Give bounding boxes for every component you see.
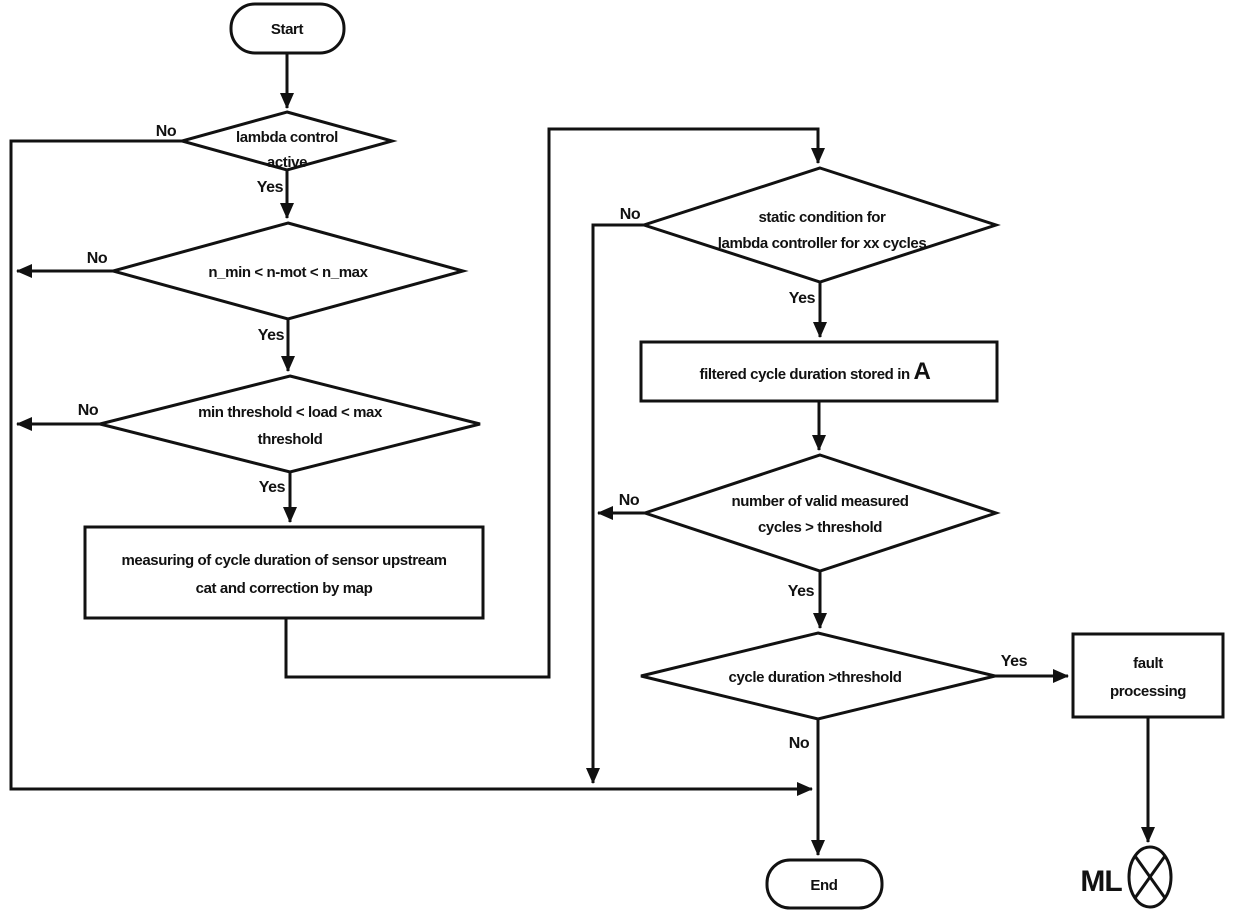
end-terminal <box>765 858 884 910</box>
valid-cycles-text-line2: cycles > threshold <box>758 519 882 536</box>
valid-cycles-diamond <box>640 453 1001 573</box>
static-condition-text-line1: static condition for <box>758 209 886 226</box>
node-process-measuring: measuring of cycle duration of sensor up… <box>83 525 485 620</box>
end-label: End <box>810 877 837 894</box>
node-decision-cycle-duration: cycle duration >threshold <box>640 631 996 721</box>
fault-processing-text-line1: fault <box>1133 655 1163 672</box>
fault-processing-text-line2: processing <box>1110 683 1186 700</box>
start-terminal <box>229 2 346 55</box>
edge-measuring-to-static <box>284 127 825 679</box>
label-load-no: No <box>78 402 99 419</box>
node-ml-indicator: ML <box>1080 845 1173 909</box>
filtered-text-main: filtered cycle duration stored in <box>700 366 914 383</box>
label-cycle-yes: Yes <box>1001 653 1028 670</box>
node-process-fault: fault processing <box>1071 632 1225 719</box>
node-decision-n-range: n_min < n-mot < n_max <box>107 221 469 321</box>
start-label: Start <box>271 21 304 38</box>
node-end: End <box>765 858 884 910</box>
label-lambda-no: No <box>156 123 177 140</box>
label-valid-no: No <box>619 492 640 509</box>
static-condition-text-line2: lambda controller for xx cycles <box>718 235 927 252</box>
node-decision-valid-cycles: number of valid measured cycles > thresh… <box>640 453 1001 573</box>
label-static-no: No <box>620 206 641 223</box>
filtered-text-emphasis-A: A <box>914 358 931 385</box>
label-cycle-no: No <box>789 735 810 752</box>
edges <box>9 53 1155 856</box>
node-decision-load-range: min threshold < load < max threshold <box>99 374 481 474</box>
static-condition-diamond <box>639 166 1001 284</box>
measuring-text-line2: cat and correction by map <box>196 580 373 597</box>
valid-cycles-text-line1: number of valid measured <box>731 493 908 510</box>
cycle-duration-diamond <box>640 631 996 721</box>
filtered-text: filtered cycle duration stored in A <box>700 358 931 385</box>
label-lambda-yes: Yes <box>257 179 284 196</box>
node-decision-lambda-active: lambda control active <box>176 110 398 172</box>
label-n-no: No <box>87 250 108 267</box>
ml-label: ML <box>1080 865 1122 898</box>
cycle-duration-text: cycle duration >threshold <box>729 669 902 686</box>
ml-lamp-cross-line-2 <box>1133 855 1167 899</box>
lambda-active-text-line1: lambda control <box>236 129 338 146</box>
edge-labels: No Yes No Yes No Yes No Yes No Yes Yes N… <box>78 123 1028 752</box>
lambda-active-diamond <box>176 110 398 172</box>
edge-static-no <box>586 223 644 784</box>
load-range-diamond <box>99 374 481 474</box>
label-n-yes: Yes <box>258 327 285 344</box>
node-process-filtered: filtered cycle duration stored in A <box>639 340 999 403</box>
filtered-box <box>639 340 999 403</box>
fault-processing-box <box>1071 632 1225 719</box>
load-range-text-line2: threshold <box>258 431 323 448</box>
load-range-text-line1: min threshold < load < max <box>198 404 383 421</box>
node-decision-static-condition: static condition for lambda controller f… <box>639 166 1001 284</box>
n-range-diamond <box>107 221 469 321</box>
n-range-text: n_min < n-mot < n_max <box>208 264 368 281</box>
label-valid-yes: Yes <box>788 583 815 600</box>
label-load-yes: Yes <box>259 479 286 496</box>
measuring-box <box>83 525 485 620</box>
measuring-text-line1: measuring of cycle duration of sensor up… <box>121 552 446 569</box>
label-static-yes: Yes <box>789 290 816 307</box>
node-start: Start <box>229 2 346 55</box>
lambda-active-text-line2: active <box>267 154 307 171</box>
edge-lambda-no-bus <box>9 139 813 796</box>
